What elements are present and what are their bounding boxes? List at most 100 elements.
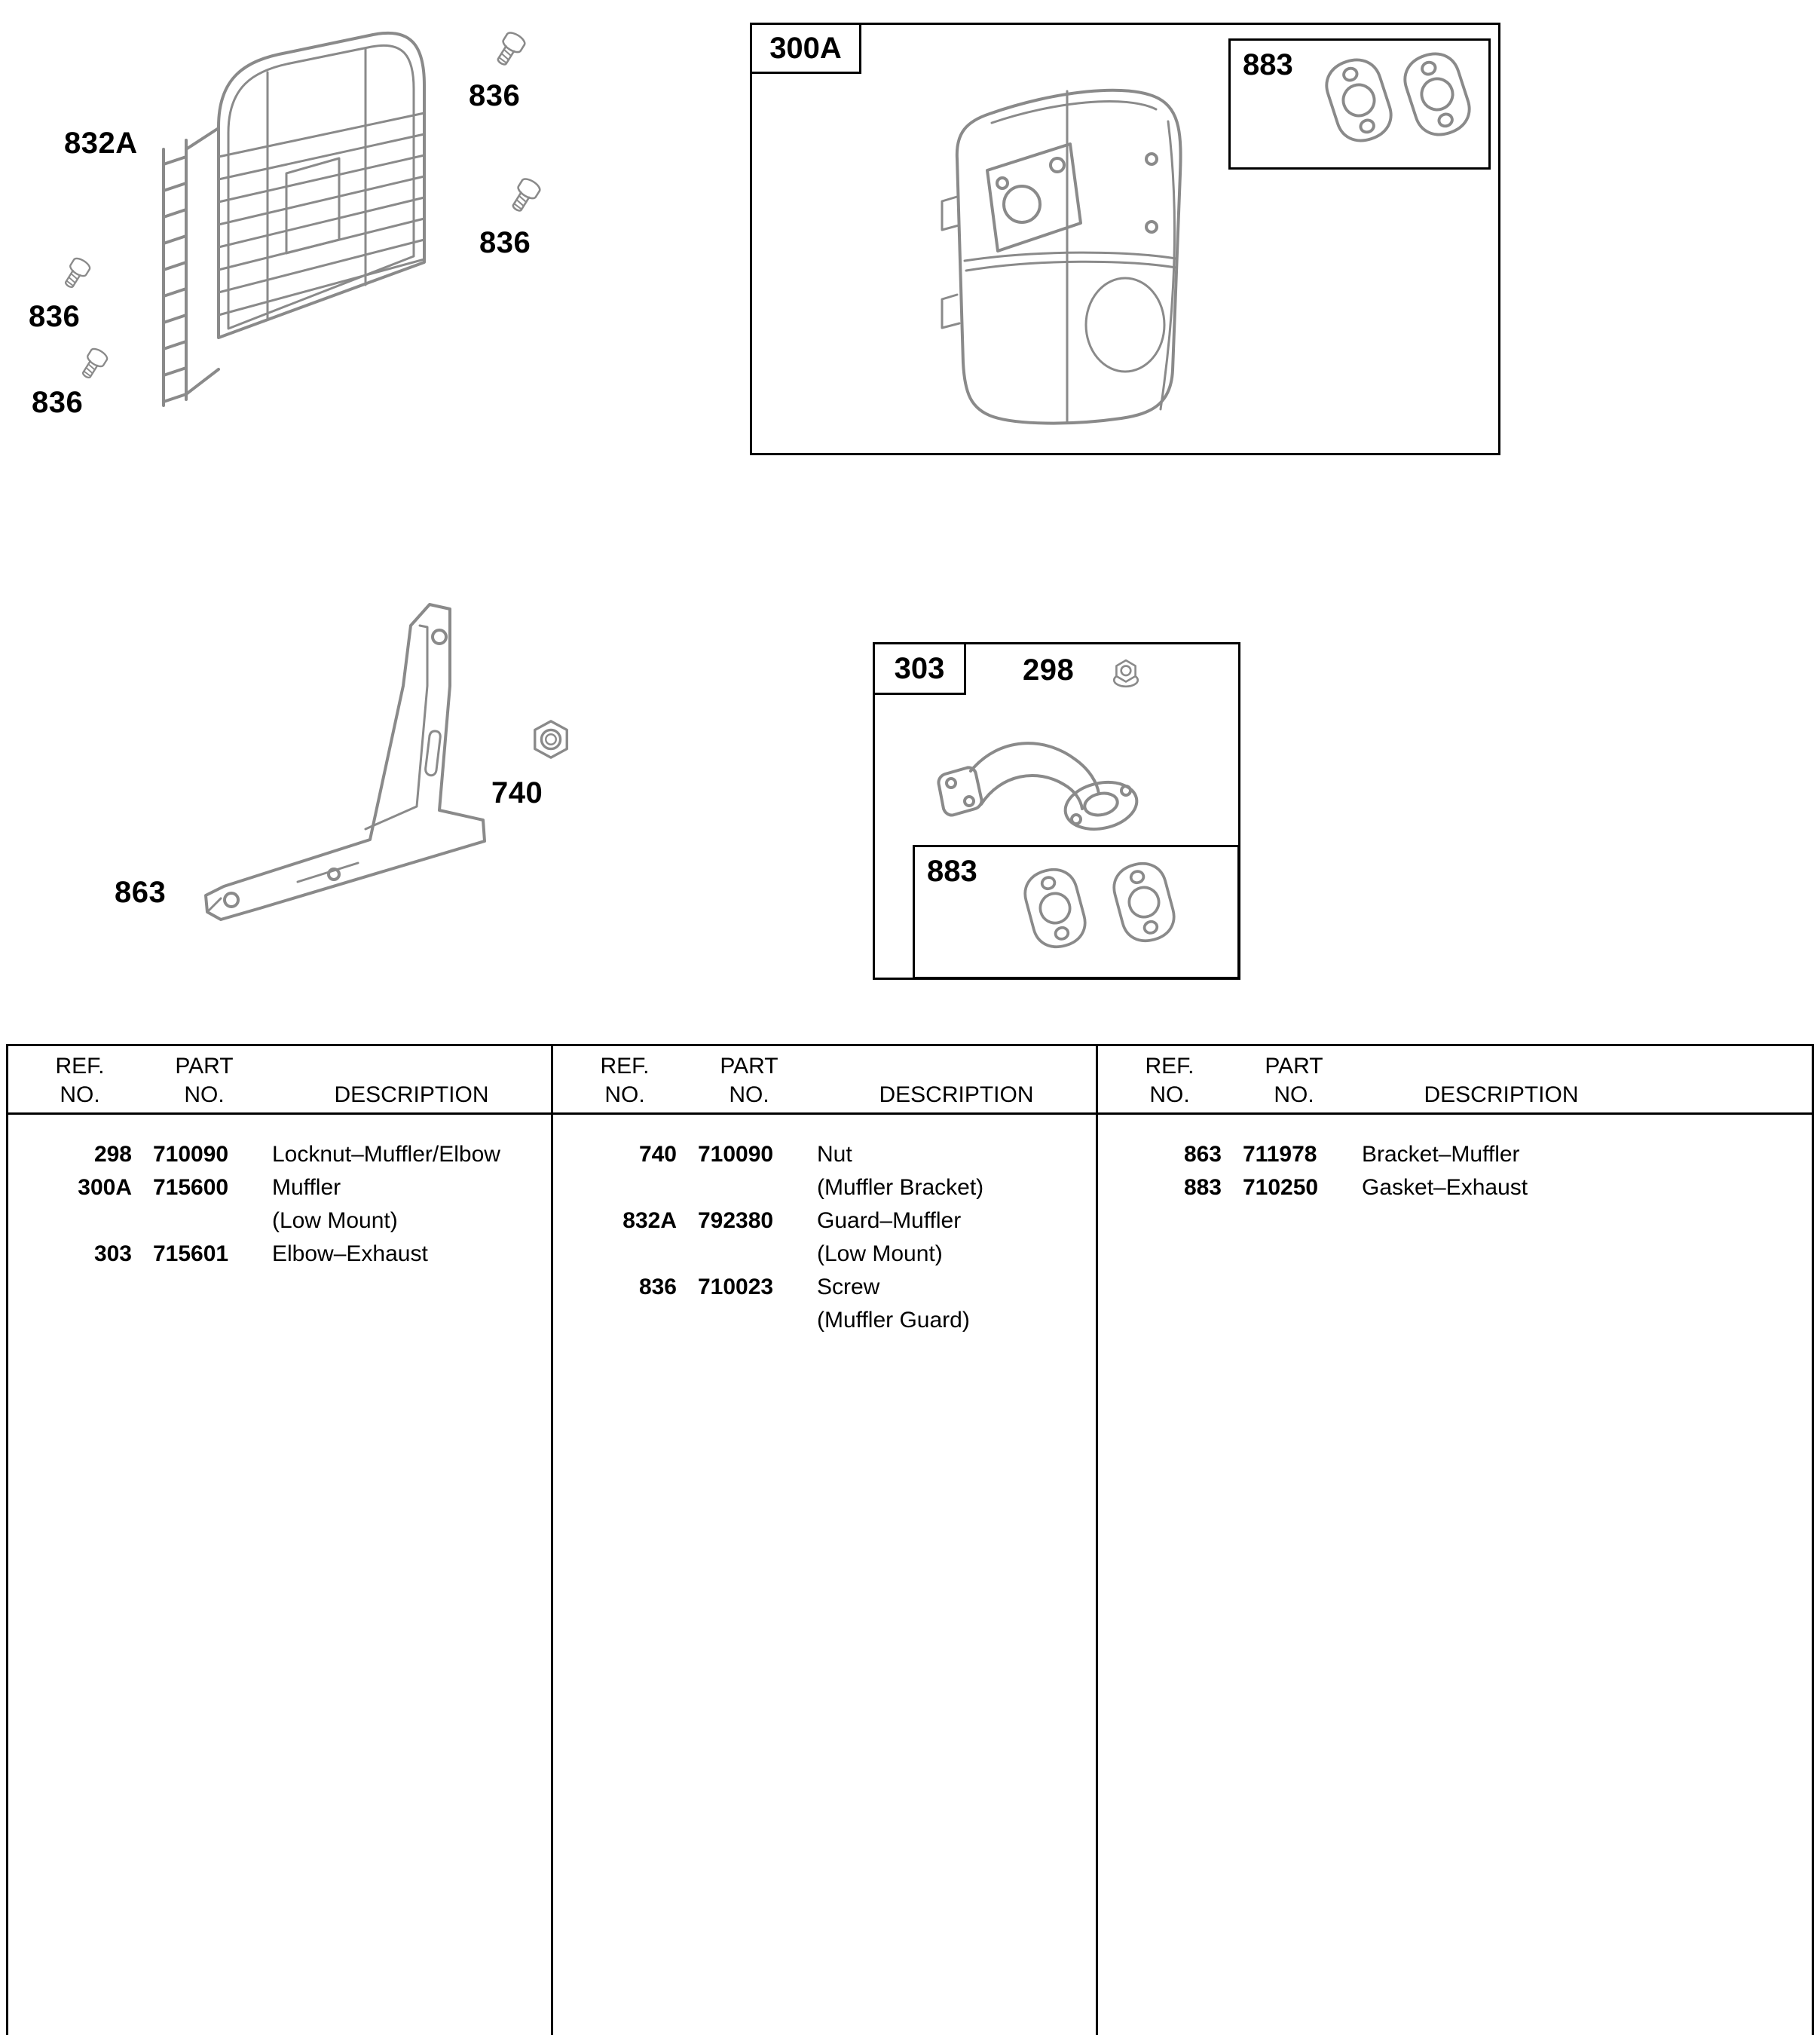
table-header: REF. PART NO. NO. DESCRIPTION [8,1046,551,1112]
parts-table-group-3: REF. PART NO. NO. DESCRIPTION 863 711978… [1098,1046,1812,2035]
header-part-line1: PART [175,1054,234,1079]
table-body: 298 710090 Locknut–Muffler/Elbow 300A 71… [8,1112,551,1271]
part-no: 710090 [153,1142,229,1167]
gasket-box-bottom-label: 883 [927,855,977,888]
gasket-icon [1102,851,1186,953]
table-row: 836 710023 Screw [568,1271,1096,1304]
parts-table: REF. PART NO. NO. DESCRIPTION 298 710090… [6,1044,1814,2035]
description: (Low Mount) [272,1208,398,1233]
table-row: (Muffler Guard) [568,1304,1096,1337]
gasket-box-top: 883 [1228,38,1491,170]
ref-no [23,1204,136,1238]
header-ref-line1: REF. [600,1054,650,1079]
part-no: 715600 [153,1175,229,1200]
description: Screw [817,1275,880,1299]
header-part-line2: NO. [184,1082,225,1107]
header-ref-line2: NO. [60,1082,100,1107]
table-header: REF. PART NO. NO. DESCRIPTION [1098,1046,1812,1112]
table-body: 740 710090 Nut (Muffler Bracket) 832A 79… [553,1112,1096,1337]
table-body: 863 711978 Bracket–Muffler 883 710250 Ga… [1098,1112,1812,1204]
header-ref-line1: REF. [55,1054,105,1079]
part-no: 710090 [698,1142,774,1167]
ref-no: 303 [93,1241,132,1266]
description: (Muffler Bracket) [817,1175,984,1200]
gasket-box-top-label: 883 [1243,48,1293,81]
screw-icon [494,168,552,228]
description: Nut [817,1142,852,1167]
table-row: 298 710090 Locknut–Muffler/Elbow [23,1138,551,1171]
screw-icon [48,249,101,304]
callout-screw-label: 836 [479,226,531,259]
screw-icon [479,22,537,82]
callout-screw-label: 836 [469,79,521,112]
bracket-drawing [185,595,509,942]
header-ref-line2: NO. [1149,1082,1190,1107]
part-no: 710023 [698,1275,774,1299]
description: Elbow–Exhaust [272,1241,428,1266]
ref-no: 298 [93,1142,132,1167]
muffler-guard-drawing [147,14,479,424]
description: Muffler [272,1175,341,1200]
header-ref-line1: REF. [1145,1054,1194,1079]
parts-table-group-2: REF. PART NO. NO. DESCRIPTION 740 710090… [553,1046,1098,2035]
gasket-box-bottom: 883 [913,845,1240,979]
ref-no: 832A [622,1208,677,1233]
muffler-box-label: 300A [752,25,861,74]
ref-no: 740 [638,1142,677,1167]
part-no [681,1304,817,1337]
callout-screw-label: 836 [32,386,84,419]
part-no: 711978 [1243,1142,1317,1167]
ref-no: 836 [638,1275,677,1299]
part-no: 792380 [698,1208,774,1233]
ref-no: 863 [1183,1142,1222,1167]
description: Locknut–Muffler/Elbow [272,1142,500,1167]
elbow-drawing [916,714,1146,846]
header-description: DESCRIPTION [879,1082,1034,1107]
table-row: 303 715601 Elbow–Exhaust [23,1238,551,1271]
table-row: 883 710250 Gasket–Exhaust [1113,1171,1812,1204]
table-header: REF. PART NO. NO. DESCRIPTION [553,1046,1096,1112]
callout-guard-label: 832A [64,127,138,160]
part-no: 710250 [1243,1175,1319,1200]
header-description: DESCRIPTION [1424,1082,1579,1107]
callout-locknut-label: 298 [1023,653,1075,687]
table-row: 832A 792380 Guard–Muffler [568,1204,1096,1238]
table-row: (Low Mount) [23,1204,551,1238]
screw-icon [66,339,118,394]
ref-no [568,1238,681,1271]
table-row: 740 710090 Nut [568,1138,1096,1171]
header-part-line1: PART [1265,1054,1323,1079]
description: Bracket–Muffler [1362,1142,1520,1167]
description: (Low Mount) [817,1241,943,1266]
ref-no [568,1304,681,1337]
muffler-drawing [903,69,1227,430]
part-no [681,1171,817,1204]
locknut-icon [1110,658,1142,690]
header-ref-line2: NO. [604,1082,645,1107]
table-row: (Muffler Bracket) [568,1171,1096,1204]
header-description: DESCRIPTION [334,1082,489,1107]
ref-no [568,1171,681,1204]
header-part-line2: NO. [1274,1082,1314,1107]
gasket-icon [1313,46,1404,154]
muffler-box: 300A [750,23,1500,455]
description: Gasket–Exhaust [1362,1175,1528,1200]
header-part-line2: NO. [729,1082,769,1107]
elbow-box: 303 298 [873,642,1240,980]
description: Guard–Muffler [817,1208,962,1233]
header-part-line1: PART [720,1054,778,1079]
table-row: 863 711978 Bracket–Muffler [1113,1138,1812,1171]
callout-nut-label: 740 [491,776,543,809]
parts-table-group-1: REF. PART NO. NO. DESCRIPTION 298 710090… [8,1046,553,2035]
gasket-icon [1013,857,1097,959]
table-row: 300A 715600 Muffler [23,1171,551,1204]
ref-no: 883 [1183,1175,1222,1200]
part-no: 715601 [153,1241,229,1266]
ref-no: 300A [78,1175,132,1200]
elbow-box-label: 303 [875,644,966,695]
table-row: (Low Mount) [568,1238,1096,1271]
gasket-icon [1391,40,1482,148]
part-no [136,1204,272,1238]
part-no [681,1238,817,1271]
